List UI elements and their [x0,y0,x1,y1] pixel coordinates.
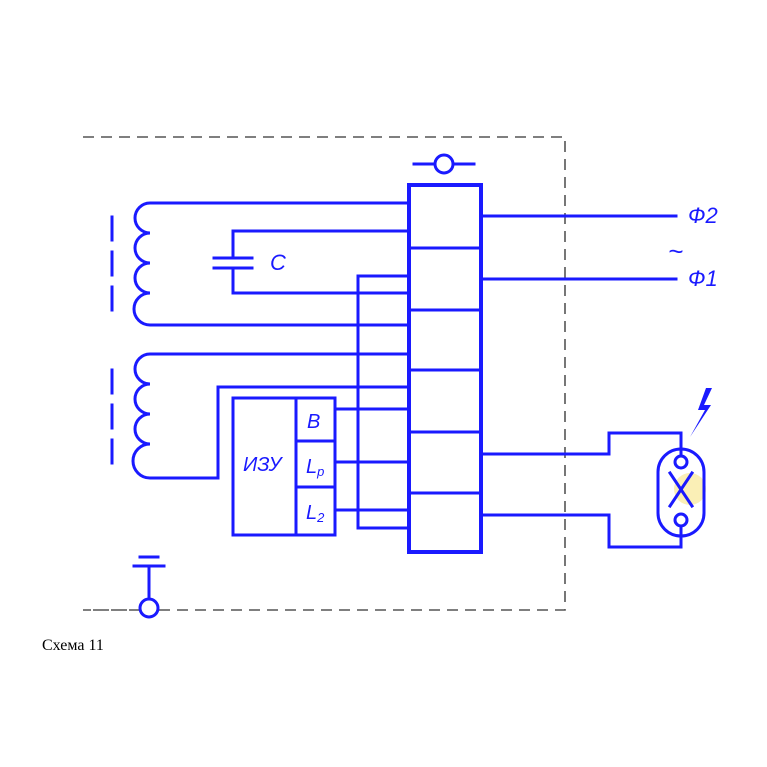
lightning-icon [690,388,712,437]
terminal-l2-label: L2 [306,502,325,525]
lamp-wire-lower [479,513,683,549]
terminal-block [407,183,483,554]
capacitor-label: C [270,250,286,275]
jumper-wire [356,274,411,530]
phase2-label: Ф2 [688,203,718,228]
phase1-label: Ф1 [688,266,718,291]
igniter-label: ИЗУ [243,454,284,476]
lamp-wire-upper [479,431,683,456]
terminal-b-label: B [307,411,320,433]
top-connector-icon [412,153,476,175]
diagram-caption: Схема 11 [42,637,104,654]
ground-icon [132,555,166,619]
enclosure-border [83,136,566,611]
discharge-lamp-icon [656,447,706,538]
choke-upper-icon [110,201,411,327]
capacitor-icon [212,229,411,295]
igniter-block [231,396,337,537]
choke-lower-icon [110,352,411,480]
ac-symbol: ~ [668,236,683,266]
terminal-lp-label: Lр [306,456,324,479]
